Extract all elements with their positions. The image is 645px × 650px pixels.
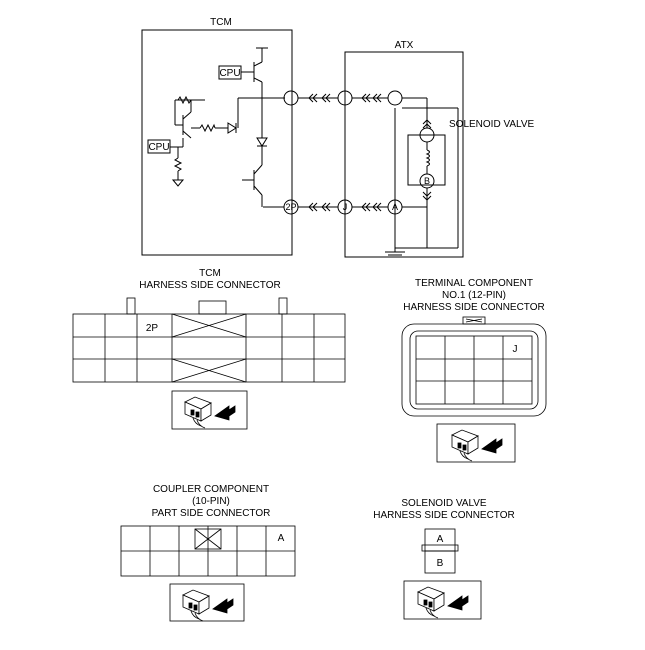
cpu-left-box	[147, 139, 171, 154]
connector-view-icon	[184, 396, 236, 429]
terminal-connector: TERMINAL COMPONENT NO.1 (12-PIN) HARNESS…	[401, 278, 547, 463]
solenoid-pin-b: B	[437, 558, 444, 569]
cpu-top-box	[218, 65, 242, 80]
tcm-connector-view-box	[171, 390, 248, 430]
circuit-diagram	[141, 29, 464, 258]
connector-view-icon	[417, 586, 469, 619]
solenoid-connector-view-box	[403, 580, 482, 620]
terminal-title-3: HARNESS SIDE CONNECTOR	[403, 302, 545, 313]
atx-label: ATX	[395, 40, 414, 51]
connector-view-icon	[451, 429, 503, 462]
coupler-connector-view-box	[169, 583, 245, 622]
tcm-box	[141, 29, 293, 256]
coupler-title-3: PART SIDE CONNECTOR	[152, 508, 271, 519]
coupler-title-1: COUPLER COMPONENT	[153, 484, 269, 495]
connector-top-atx	[387, 90, 403, 106]
connector-top-tcm	[283, 90, 299, 106]
solenoid-conn-title-2: HARNESS SIDE CONNECTOR	[373, 510, 515, 521]
connector-2p	[283, 199, 299, 215]
connector-top-mid	[337, 90, 353, 106]
pin-2p-label: 2P	[285, 202, 296, 212]
coupler-connector: COUPLER COMPONENT (10-PIN) PART SIDE CON…	[120, 484, 296, 622]
coupler-title-2: (10-PIN)	[192, 496, 230, 507]
tcm-connector-pin-2p: 2P	[146, 323, 159, 334]
solenoid-conn-title-1: SOLENOID VALVE	[401, 498, 487, 509]
connector-b	[419, 173, 435, 189]
atx-box	[344, 51, 464, 258]
solenoid-label: SOLENOID VALVE	[449, 119, 535, 130]
solenoid-box	[407, 134, 446, 186]
connector-j	[337, 199, 353, 215]
terminal-pin-j: J	[513, 344, 518, 355]
tcm-label: TCM	[210, 17, 232, 28]
pin-b-label: B	[424, 176, 430, 186]
terminal-connector-view-box	[436, 423, 516, 463]
cpu-top-label: CPU	[219, 68, 240, 79]
pin-a-label: A	[392, 202, 398, 212]
pin-j-label: J	[343, 202, 348, 212]
tcm-connector-title-1: TCM	[199, 268, 221, 279]
tcm-connector: TCM HARNESS SIDE CONNECTOR	[72, 268, 346, 430]
solenoid-connector: SOLENOID VALVE HARNESS SIDE CONNECTOR	[373, 498, 515, 620]
terminal-title-1: TERMINAL COMPONENT	[415, 278, 533, 289]
terminal-title-2: NO.1 (12-PIN)	[442, 290, 506, 301]
coupler-pin-a: A	[278, 533, 285, 544]
connector-sol-top	[419, 127, 435, 143]
connector-view-icon	[182, 589, 234, 622]
tcm-connector-title-2: HARNESS SIDE CONNECTOR	[139, 280, 281, 291]
cpu-left-label: CPU	[148, 142, 169, 153]
connector-a	[387, 199, 403, 215]
solenoid-pin-a: A	[437, 534, 444, 545]
